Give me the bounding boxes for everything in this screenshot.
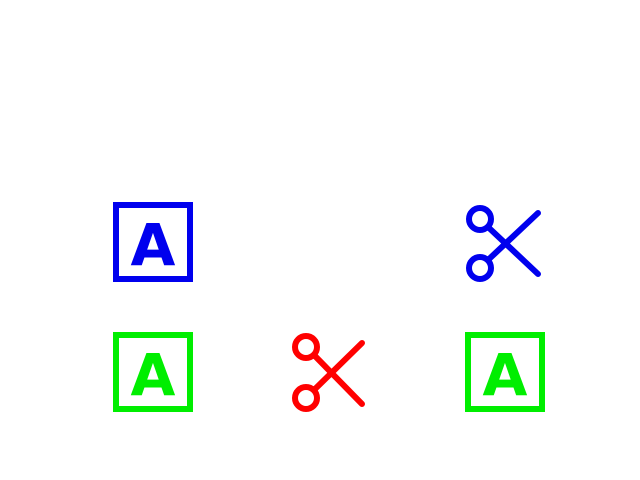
a-box-letter: A	[483, 341, 528, 409]
a-box-icon: A	[113, 332, 193, 412]
scissors-icon	[292, 333, 365, 412]
scissors-icon	[466, 205, 541, 282]
a-box-icon: A	[465, 332, 545, 412]
a-box-icon: A	[113, 202, 193, 282]
a-box-letter: A	[131, 341, 176, 409]
a-box-letter: A	[131, 211, 176, 279]
